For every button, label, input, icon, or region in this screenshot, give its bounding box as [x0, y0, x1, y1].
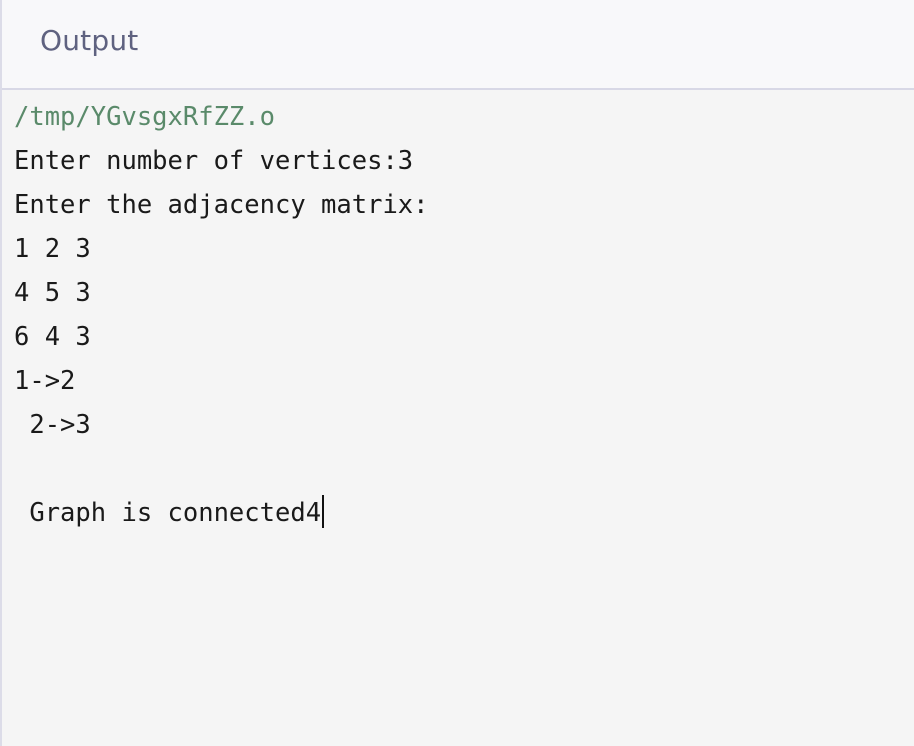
output-title: Output	[40, 24, 139, 57]
console-line: 6 4 3	[14, 322, 91, 352]
console-line: Enter the adjacency matrix:	[14, 190, 429, 220]
console-line: 4 5 3	[14, 278, 91, 308]
text-cursor	[322, 495, 325, 528]
console-line-last: Graph is connected4	[14, 491, 904, 535]
output-header: Output	[2, 0, 914, 90]
console-line: 1->2	[14, 366, 76, 396]
console-line-text: Graph is connected4	[14, 498, 322, 528]
console-line: Enter number of vertices:3	[14, 146, 414, 176]
console-line: 2->3	[14, 410, 91, 440]
console-line: 1 2 3	[14, 234, 91, 264]
console-output[interactable]: /tmp/YGvsgxRfZZ.o Enter number of vertic…	[14, 95, 904, 535]
console-line-blank	[14, 447, 904, 491]
console-line-binary-path: /tmp/YGvsgxRfZZ.o	[14, 102, 275, 132]
